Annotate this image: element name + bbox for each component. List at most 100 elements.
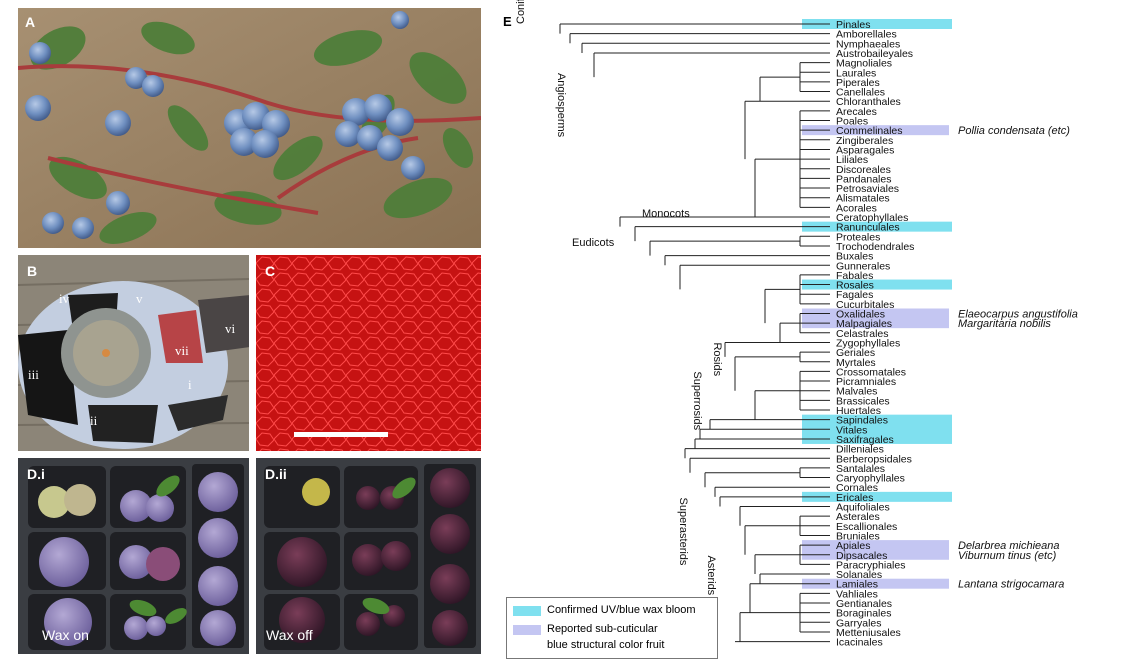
- order-label: Apiales: [836, 540, 870, 552]
- wax-off-caption: Wax off: [266, 627, 313, 643]
- fluorescence-image: [256, 255, 481, 451]
- order-label: Chloranthales: [836, 96, 901, 108]
- order-label: Ceratophyllales: [836, 212, 908, 224]
- order-label: Trochodendrales: [836, 241, 914, 253]
- sector-label: vii: [175, 343, 189, 358]
- clade-label: Conifers: [515, 0, 527, 24]
- clade-label: Superasterids: [677, 498, 689, 566]
- order-label: Lamiales: [836, 579, 878, 591]
- clade-label: Asterids: [705, 555, 717, 595]
- panel-b-photo: B i ii iii iv v vi vii: [18, 255, 249, 451]
- highlight-confirmed: [802, 221, 952, 232]
- panel-b-label: B: [27, 263, 38, 279]
- order-label: Picramniales: [836, 376, 896, 388]
- sector-label: v: [136, 291, 143, 306]
- clade-label: Eudicots: [572, 237, 615, 249]
- order-label: Nymphaeales: [836, 38, 900, 50]
- order-label: Discoreales: [836, 164, 891, 176]
- order-label: Vahliales: [836, 588, 878, 600]
- order-label: Huertales: [836, 405, 881, 417]
- highlight-reported: [802, 125, 949, 136]
- order-label: Solanales: [836, 569, 882, 581]
- order-label: Boraginales: [836, 608, 891, 620]
- panel-di-photo: D.i Wax on: [18, 458, 249, 654]
- highlight-confirmed: [802, 424, 952, 435]
- order-label: Acorales: [836, 202, 877, 214]
- species-note: Elaeocarpus angustifolia: [958, 309, 1078, 321]
- wax-on-caption: Wax on: [42, 627, 89, 643]
- highlight-confirmed: [802, 19, 952, 29]
- highlight-reported: [802, 540, 949, 551]
- highlight-confirmed: [802, 433, 952, 444]
- legend-swatch-confirmed: [513, 606, 541, 616]
- sector-label: ii: [90, 413, 98, 428]
- order-label: Commelinales: [836, 125, 903, 137]
- phylogeny-tree: PinalesAmborellalesNymphaealesAustrobail…: [515, 0, 1078, 649]
- clade-label: Rosids: [711, 342, 723, 376]
- order-label: Pandanales: [836, 173, 891, 185]
- sector-label: iii: [28, 367, 39, 382]
- order-label: Cucurbitales: [836, 299, 894, 311]
- clade-label: Angiosperms: [555, 73, 567, 138]
- order-label: Amborellales: [836, 29, 897, 41]
- order-label: Zingiberales: [836, 135, 893, 147]
- panel-a-photo: A: [18, 8, 481, 248]
- order-label: Dilleniales: [836, 444, 884, 456]
- sector-label: iv: [59, 291, 70, 306]
- order-label: Cornales: [836, 482, 878, 494]
- order-label: Gentianales: [836, 598, 892, 610]
- order-label: Paracryphiales: [836, 559, 905, 571]
- panel-a-label: A: [25, 14, 36, 30]
- order-label: Piperales: [836, 77, 880, 89]
- order-label: Malpagiales: [836, 318, 892, 330]
- order-label: Ericales: [836, 492, 873, 504]
- panel-e-label: E: [503, 14, 512, 29]
- berry-section-photo: [18, 255, 249, 451]
- highlight-reported: [802, 549, 949, 560]
- order-label: Poales: [836, 116, 868, 128]
- order-label: Brassicales: [836, 395, 890, 407]
- panel-dii-label: D.ii: [265, 466, 287, 482]
- order-label: Santalales: [836, 463, 885, 475]
- blueberry-bush-photo: [18, 8, 481, 248]
- order-label: Ranunculales: [836, 222, 900, 234]
- order-label: Caryophyllales: [836, 473, 905, 485]
- order-label: Saxifragales: [836, 434, 894, 446]
- highlight-reported: [802, 308, 949, 319]
- panel-c-micrograph: C: [256, 255, 481, 451]
- legend-swatch-reported: [513, 625, 541, 635]
- order-label: Metteniusales: [836, 627, 901, 639]
- order-label: Dipsacales: [836, 550, 887, 562]
- legend-label-reported-2: blue structural color fruit: [547, 639, 665, 651]
- order-label: Petrosaviales: [836, 183, 899, 195]
- order-label: Bruniales: [836, 530, 880, 542]
- highlight-confirmed: [802, 414, 952, 425]
- order-label: Laurales: [836, 67, 876, 79]
- species-note: Lantana strigocamara: [958, 579, 1064, 591]
- scale-bar: [294, 432, 388, 437]
- order-label: Asterales: [836, 511, 880, 523]
- panel-di-label: D.i: [27, 466, 45, 482]
- order-label: Fagales: [836, 289, 873, 301]
- order-label: Fabales: [836, 270, 873, 282]
- order-label: Vitales: [836, 424, 867, 436]
- order-label: Arecales: [836, 106, 877, 118]
- wax-on-tray-photo: [18, 458, 249, 654]
- order-label: Myrtales: [836, 357, 876, 369]
- highlight-reported: [802, 578, 949, 589]
- species-note: Pollia condensata (etc): [958, 125, 1070, 137]
- species-note: Viburnum tinus (etc): [958, 550, 1057, 562]
- panel-dii-photo: D.ii Wax off: [256, 458, 481, 654]
- order-label: Magnoliales: [836, 58, 892, 70]
- legend: Confirmed UV/blue wax bloom Reported sub…: [506, 597, 718, 659]
- order-label: Garryales: [836, 617, 882, 629]
- sector-label: vi: [225, 321, 236, 336]
- sector-label: i: [188, 377, 192, 392]
- clade-label: Superrosids: [691, 371, 703, 430]
- order-label: Rosales: [836, 280, 874, 292]
- order-label: Oxalidales: [836, 309, 885, 321]
- order-label: Crossomatales: [836, 366, 906, 378]
- wax-off-tray-photo: [256, 458, 481, 654]
- highlight-confirmed: [802, 491, 952, 502]
- order-label: Aquifoliales: [836, 502, 890, 514]
